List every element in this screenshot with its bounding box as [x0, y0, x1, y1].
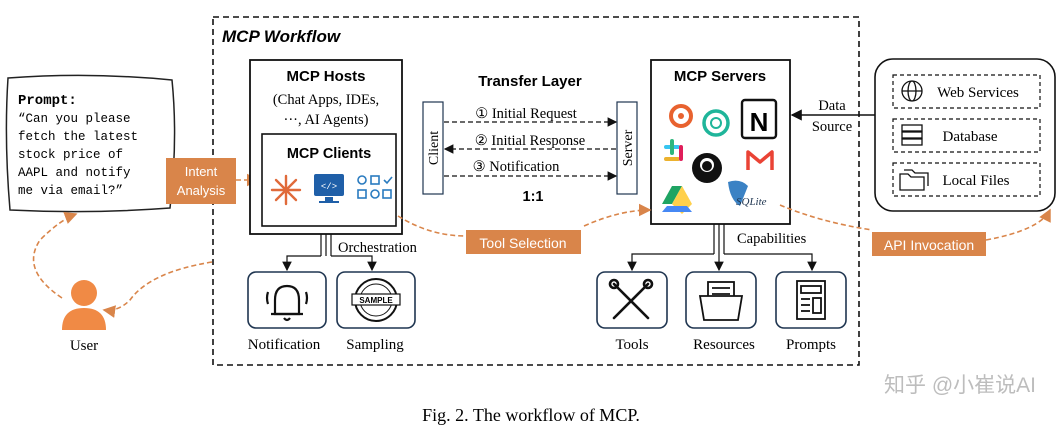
prompt-line: fetch the latest — [18, 130, 138, 144]
sample-stamp-text: SAMPLE — [359, 296, 393, 305]
orchestration-connectors — [282, 234, 377, 272]
folder-documents-icon — [698, 281, 744, 321]
prompt-line: “Can you please — [18, 112, 131, 126]
tool-selection-arrow — [583, 203, 652, 227]
folder-icon — [899, 169, 929, 191]
intent-analysis-line: Analysis — [177, 183, 226, 198]
web-services-item: Web Services — [892, 74, 1041, 109]
server-feature-label: Resources — [693, 337, 755, 353]
intent-analysis-line: Intent — [185, 164, 218, 179]
data-source-label: Data — [818, 98, 846, 114]
transfer-message: ③ Notification — [473, 159, 560, 175]
host-feature-label: Notification — [248, 337, 321, 353]
svg-text:N: N — [750, 107, 769, 137]
github-icon — [692, 153, 722, 183]
prompts-box — [775, 271, 847, 329]
intent-analysis-badge: Intent Analysis — [166, 158, 236, 204]
orchestration-label: Orchestration — [338, 240, 418, 256]
host-feature-label: Sampling — [346, 337, 404, 353]
mcp-clients-title: MCP Clients — [287, 146, 371, 162]
openai-icon — [702, 109, 730, 137]
sqlite-icon — [728, 180, 748, 206]
tool-selection-badge — [466, 230, 581, 254]
tools-icon — [608, 278, 654, 320]
prompt-box: Prompt: “Can you please fetch the latest… — [5, 74, 176, 213]
return-to-user-arrow — [102, 261, 213, 318]
user-to-prompt-arrow — [32, 211, 78, 299]
transfer-message: ② Initial Response — [475, 133, 585, 149]
capabilities-label: Capabilities — [737, 231, 807, 247]
code-monitor-icon: </> — [314, 174, 344, 203]
server-feature-label: Tools — [615, 337, 648, 353]
client-bar — [422, 101, 444, 195]
local-files-item: Local Files — [892, 162, 1041, 197]
prompt-heading: Prompt: — [18, 93, 77, 109]
bell-icon — [265, 284, 309, 322]
server-feature-label: Prompts — [786, 337, 836, 353]
server-bar-label: Server — [621, 129, 636, 166]
transfer-layer-title: Transfer Layer — [478, 73, 582, 90]
starburst-icon — [270, 174, 302, 206]
globe-icon — [901, 80, 923, 102]
external-item-label: Web Services — [937, 85, 1019, 101]
user-label: User — [70, 338, 98, 354]
server-bar — [616, 101, 638, 195]
tool-selection-label: Tool Selection — [479, 235, 566, 251]
external-item-label: Database — [943, 129, 998, 145]
prompt-document-icon — [796, 280, 826, 320]
tool-selection-curve — [397, 215, 467, 237]
workflow-title: MCP Workflow — [222, 27, 342, 46]
prompt-line: AAPL and notify — [18, 166, 131, 180]
sample-stamp-icon: SAMPLE — [351, 278, 401, 322]
api-invocation-label: API Invocation — [884, 237, 974, 253]
google-drive-icon — [662, 186, 692, 214]
mcp-hosts-desc: ···, AI Agents) — [284, 112, 369, 128]
transfer-message: ① Initial Request — [475, 106, 577, 122]
prompt-line: stock price of — [18, 148, 123, 162]
notion-icon: N — [740, 98, 778, 140]
slack-icon — [664, 139, 683, 161]
figure-caption: Fig. 2. The workflow of MCP. — [422, 405, 640, 425]
ratio-label: 1:1 — [523, 189, 544, 205]
api-invocation-curve-left — [779, 204, 873, 231]
prompt-line: me via email?” — [18, 184, 123, 198]
user-icon — [62, 280, 106, 330]
mcp-servers-title: MCP Servers — [674, 68, 766, 85]
mcp-hosts-title: MCP Hosts — [287, 68, 366, 85]
client-bar-label: Client — [427, 131, 442, 165]
capabilities-connectors — [627, 224, 817, 272]
watermark: 知乎 @小崔说AI — [884, 374, 1036, 397]
svg-text:</>: </> — [321, 182, 337, 192]
sqlite-label: SQLite — [736, 196, 767, 208]
data-source-label: Source — [812, 119, 852, 135]
database-icon — [901, 124, 923, 146]
workflow-nodes-icon — [357, 175, 393, 199]
database-item: Database — [892, 118, 1041, 153]
gmail-icon — [746, 150, 774, 170]
mcp-hosts-desc: (Chat Apps, IDEs, — [273, 92, 379, 108]
notification-box — [247, 271, 327, 329]
external-item-label: Local Files — [942, 173, 1009, 189]
grafana-icon — [669, 104, 693, 128]
api-invocation-arrow — [985, 208, 1051, 241]
api-invocation-badge — [872, 232, 986, 256]
